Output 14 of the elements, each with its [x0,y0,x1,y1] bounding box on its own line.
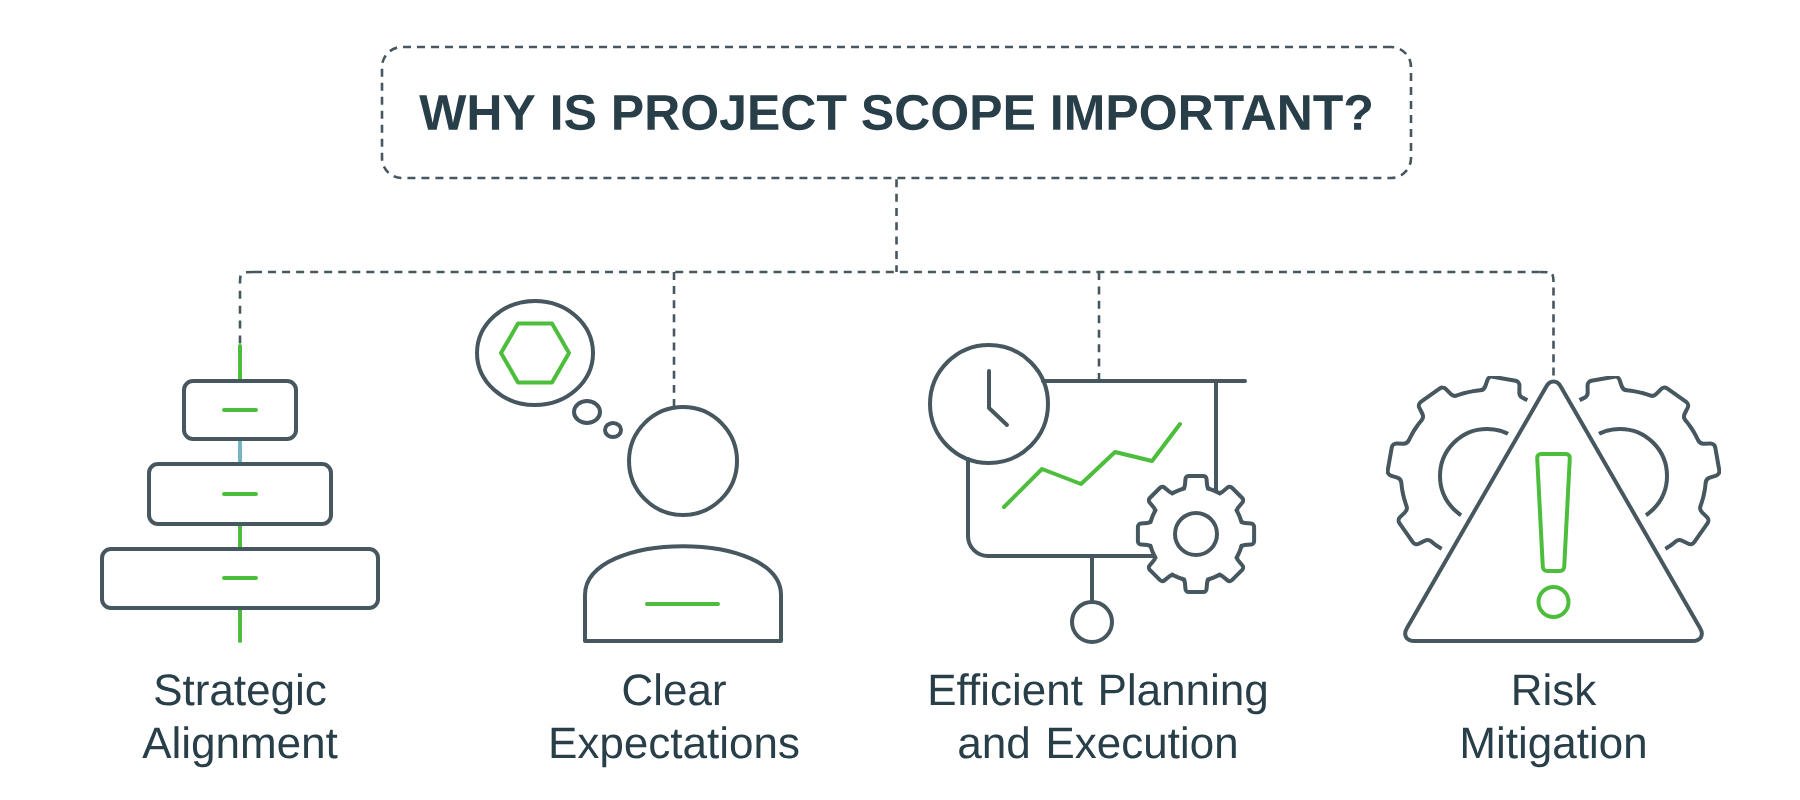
presentation-board-illustration [928,343,1257,644]
connector-line [254,179,1540,274]
node-label: Efficient Planning and Execution [930,673,1266,759]
node-label: Strategic Alignment [142,673,338,768]
connector-line [672,272,676,407]
stacked-bars-illustration [100,344,380,643]
heading-box: WHY IS PROJECT SCOPE IMPORTANT? [380,45,1413,180]
connector-line [1097,272,1101,381]
node-label: Risk Mitigation [1462,673,1645,768]
connector-line [1539,270,1555,378]
person-icon [583,405,783,643]
connector-line [238,270,254,346]
warning-sign-illustration [1386,376,1721,643]
node-label: Clear Expectations [551,673,799,768]
